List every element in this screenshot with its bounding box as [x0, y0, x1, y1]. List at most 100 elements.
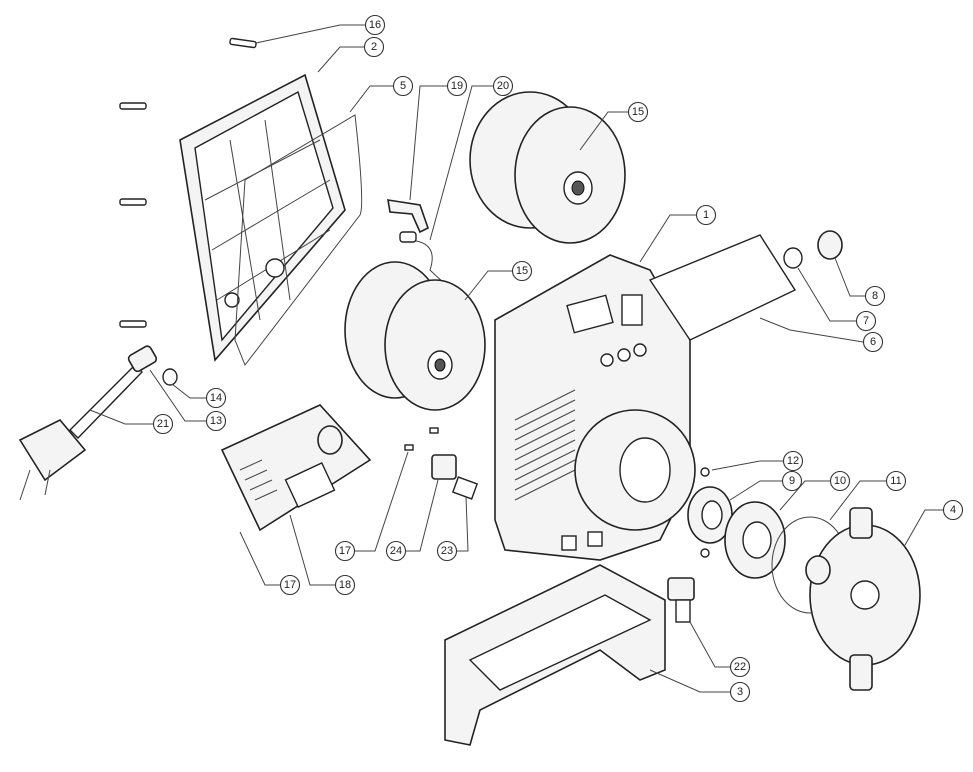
callout-pump-body: 1	[695, 204, 717, 226]
leader-line-valve-connector	[689, 621, 730, 668]
leader-line-o-ring	[171, 383, 206, 399]
callout-circle	[829, 470, 851, 492]
callout-diaphragm: 10	[829, 470, 851, 492]
callout-number: 17	[339, 545, 351, 557]
leader-line-front-label	[759, 317, 864, 343]
callout-circle	[205, 387, 227, 409]
callout-number: 3	[737, 686, 743, 698]
callout-number: 11	[890, 475, 901, 487]
callout-circle	[627, 101, 649, 123]
leader-line-diaphragm	[779, 480, 830, 511]
callout-screw-small: 12	[782, 450, 804, 472]
leader-line-connector-gasket	[457, 496, 469, 552]
callout-number: 15	[516, 265, 528, 277]
valve-connector	[667, 577, 695, 623]
callout-circuit-board: 18	[334, 574, 356, 596]
leader-line-washer	[729, 480, 782, 501]
callout-number: 10	[834, 475, 846, 487]
callout-number: 15	[632, 106, 644, 118]
callout-connector-gasket: 23	[436, 540, 458, 562]
callout-number: 8	[872, 290, 878, 302]
gasket	[234, 114, 363, 367]
leader-line-o-ring-large	[829, 480, 886, 521]
callout-number: 19	[451, 80, 463, 92]
magnet	[344, 261, 486, 411]
leader-line-knob-ring	[797, 267, 856, 322]
callout-number: 1	[703, 209, 709, 221]
leader-line-circuit-board	[289, 514, 335, 586]
callout-circle	[446, 75, 468, 97]
leader-line-screw-small	[711, 460, 783, 471]
callout-number: 24	[390, 545, 402, 557]
leader-line-cover-frame	[317, 46, 364, 73]
leader-line-pump-head	[904, 509, 943, 546]
callout-number: 12	[787, 455, 799, 467]
leader-line-magnet	[464, 270, 512, 301]
callout-knob-ring: 7	[855, 310, 877, 332]
callout-circle	[885, 470, 907, 492]
callout-circle	[862, 331, 884, 353]
callout-number: 13	[210, 415, 222, 427]
callout-number: 2	[371, 41, 377, 53]
callout-number: 9	[789, 475, 795, 487]
magnet-top	[469, 91, 626, 244]
front-label	[648, 234, 797, 341]
callout-cable: 20	[492, 75, 514, 97]
callout-number: 20	[497, 80, 509, 92]
callout-screw-pcb: 17	[279, 574, 301, 596]
washer-diaphragm	[687, 467, 849, 614]
screws-left	[119, 37, 257, 328]
callout-circle	[392, 75, 414, 97]
callout-circle	[781, 470, 803, 492]
callout-cable-gland: 13	[205, 410, 227, 432]
callout-o-ring: 14	[205, 387, 227, 409]
leader-line-gasket	[349, 85, 393, 113]
callout-circle	[942, 499, 964, 521]
callout-washer: 9	[781, 470, 803, 492]
callout-o-ring-large: 11	[885, 470, 907, 492]
cover-frame	[179, 73, 346, 362]
callout-circle	[364, 14, 386, 36]
callout-pump-head: 4	[942, 499, 964, 521]
callout-number: 6	[870, 336, 876, 348]
callout-circle	[152, 413, 174, 435]
callout-magnet-top: 15	[627, 101, 649, 123]
callout-number: 4	[950, 504, 956, 516]
callout-circle	[511, 260, 533, 282]
callout-screw: 16	[364, 14, 386, 36]
callout-circle	[385, 540, 407, 562]
callout-circle	[436, 540, 458, 562]
callout-gasket: 5	[392, 75, 414, 97]
pump-body	[494, 254, 696, 561]
leader-line-screw-pcb	[239, 531, 280, 586]
callout-circle	[864, 285, 886, 307]
callout-circle	[205, 410, 227, 432]
callout-markers: 16 2 5 19 20 15 1 15 8 76 14 13 21 12 9 10 11 4 17 24 23 17 18…	[152, 14, 964, 703]
callout-number: 16	[369, 19, 381, 31]
knob	[783, 230, 843, 269]
callout-number: 22	[734, 661, 746, 673]
callout-circle	[729, 656, 751, 678]
callout-circle	[492, 75, 514, 97]
callout-number: 14	[210, 392, 222, 404]
connector	[404, 427, 479, 500]
callout-circle	[782, 450, 804, 472]
power-plug	[18, 345, 178, 501]
callout-number: 7	[863, 315, 869, 327]
callout-circle	[855, 310, 877, 332]
callout-circle	[695, 204, 717, 226]
leader-line-screw-pcb	[355, 451, 409, 552]
callout-valve-connector: 22	[729, 656, 751, 678]
callout-number: 18	[339, 579, 351, 591]
callout-circle	[334, 540, 356, 562]
callout-number: 21	[157, 418, 169, 430]
callout-connector: 24	[385, 540, 407, 562]
leader-lines	[89, 24, 943, 693]
leader-line-pump-body	[639, 214, 696, 263]
leader-line-bracket	[649, 669, 730, 693]
circuit-board	[220, 404, 372, 532]
callout-cover-frame: 2	[363, 36, 385, 58]
callout-front-label: 6	[862, 331, 884, 353]
